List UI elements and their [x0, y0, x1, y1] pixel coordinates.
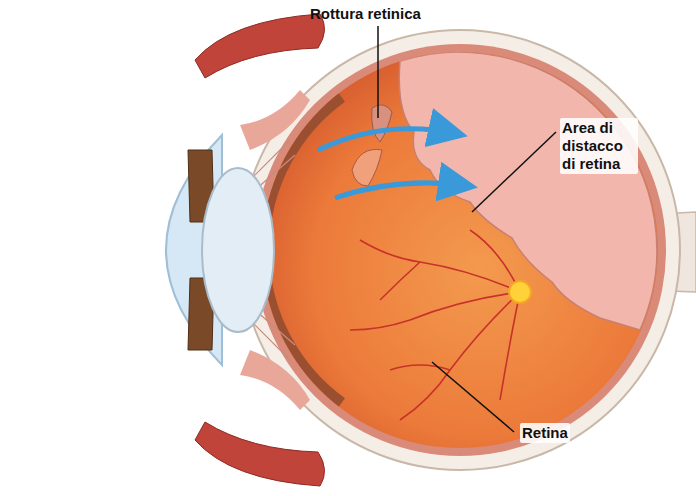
ciliary-body	[240, 350, 310, 410]
leader-line	[378, 26, 556, 432]
lens	[202, 168, 274, 332]
detached-area	[399, 52, 657, 330]
eye-muscle	[195, 422, 325, 486]
fluid-arrow	[318, 129, 458, 150]
retinal-flap	[352, 149, 382, 186]
eye-muscle	[195, 14, 325, 78]
choroid	[254, 44, 666, 456]
retinal-hole	[372, 105, 392, 142]
optic-disc	[509, 281, 531, 303]
sclera	[240, 30, 680, 470]
part-label: Area di distacco di retina	[560, 118, 638, 174]
part-label: Rottura retinica	[308, 4, 423, 24]
ciliary-body	[240, 90, 310, 150]
fluid-arrow	[335, 183, 468, 198]
part-label: Retina	[520, 423, 570, 443]
blood-vessels	[350, 230, 520, 420]
